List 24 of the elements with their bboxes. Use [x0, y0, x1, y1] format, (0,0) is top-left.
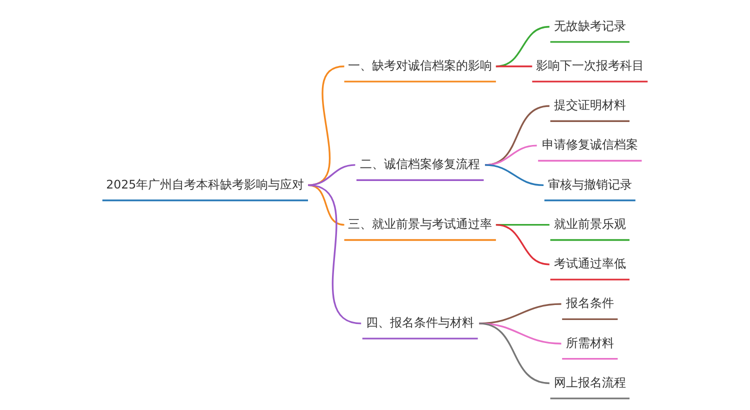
node-text: 影响下一次报考科目 — [536, 58, 644, 72]
node-text: 考试通过率低 — [554, 256, 626, 271]
connector — [308, 66, 344, 186]
connector — [484, 164, 544, 186]
node-text: 申请修复诚信档案 — [542, 138, 638, 152]
connector — [308, 164, 356, 186]
node-text: 审核与撤销记录 — [548, 177, 632, 192]
connector — [496, 26, 550, 68]
connector — [496, 224, 550, 266]
node-text: 四、报名条件与材料 — [366, 316, 474, 330]
node-text: 2025年广州自考本科缺考影响与应对 — [106, 177, 304, 192]
connector — [308, 184, 362, 324]
node-text: 二、诚信档案修复流程 — [360, 157, 480, 172]
node-text: 一、缺考对诚信档案的影响 — [348, 58, 492, 72]
node-text: 网上报名流程 — [554, 375, 626, 390]
connector — [496, 66, 532, 68]
node-text: 报名条件 — [566, 296, 614, 310]
node-text: 所需材料 — [566, 336, 614, 350]
node-text: 三、就业前景与考试通过率 — [348, 216, 492, 231]
node-text: 无故缺考记录 — [554, 18, 626, 33]
connector — [478, 322, 550, 384]
node-text: 就业前景乐观 — [554, 216, 626, 231]
connector — [308, 184, 344, 226]
node-text: 提交证明材料 — [554, 98, 626, 112]
